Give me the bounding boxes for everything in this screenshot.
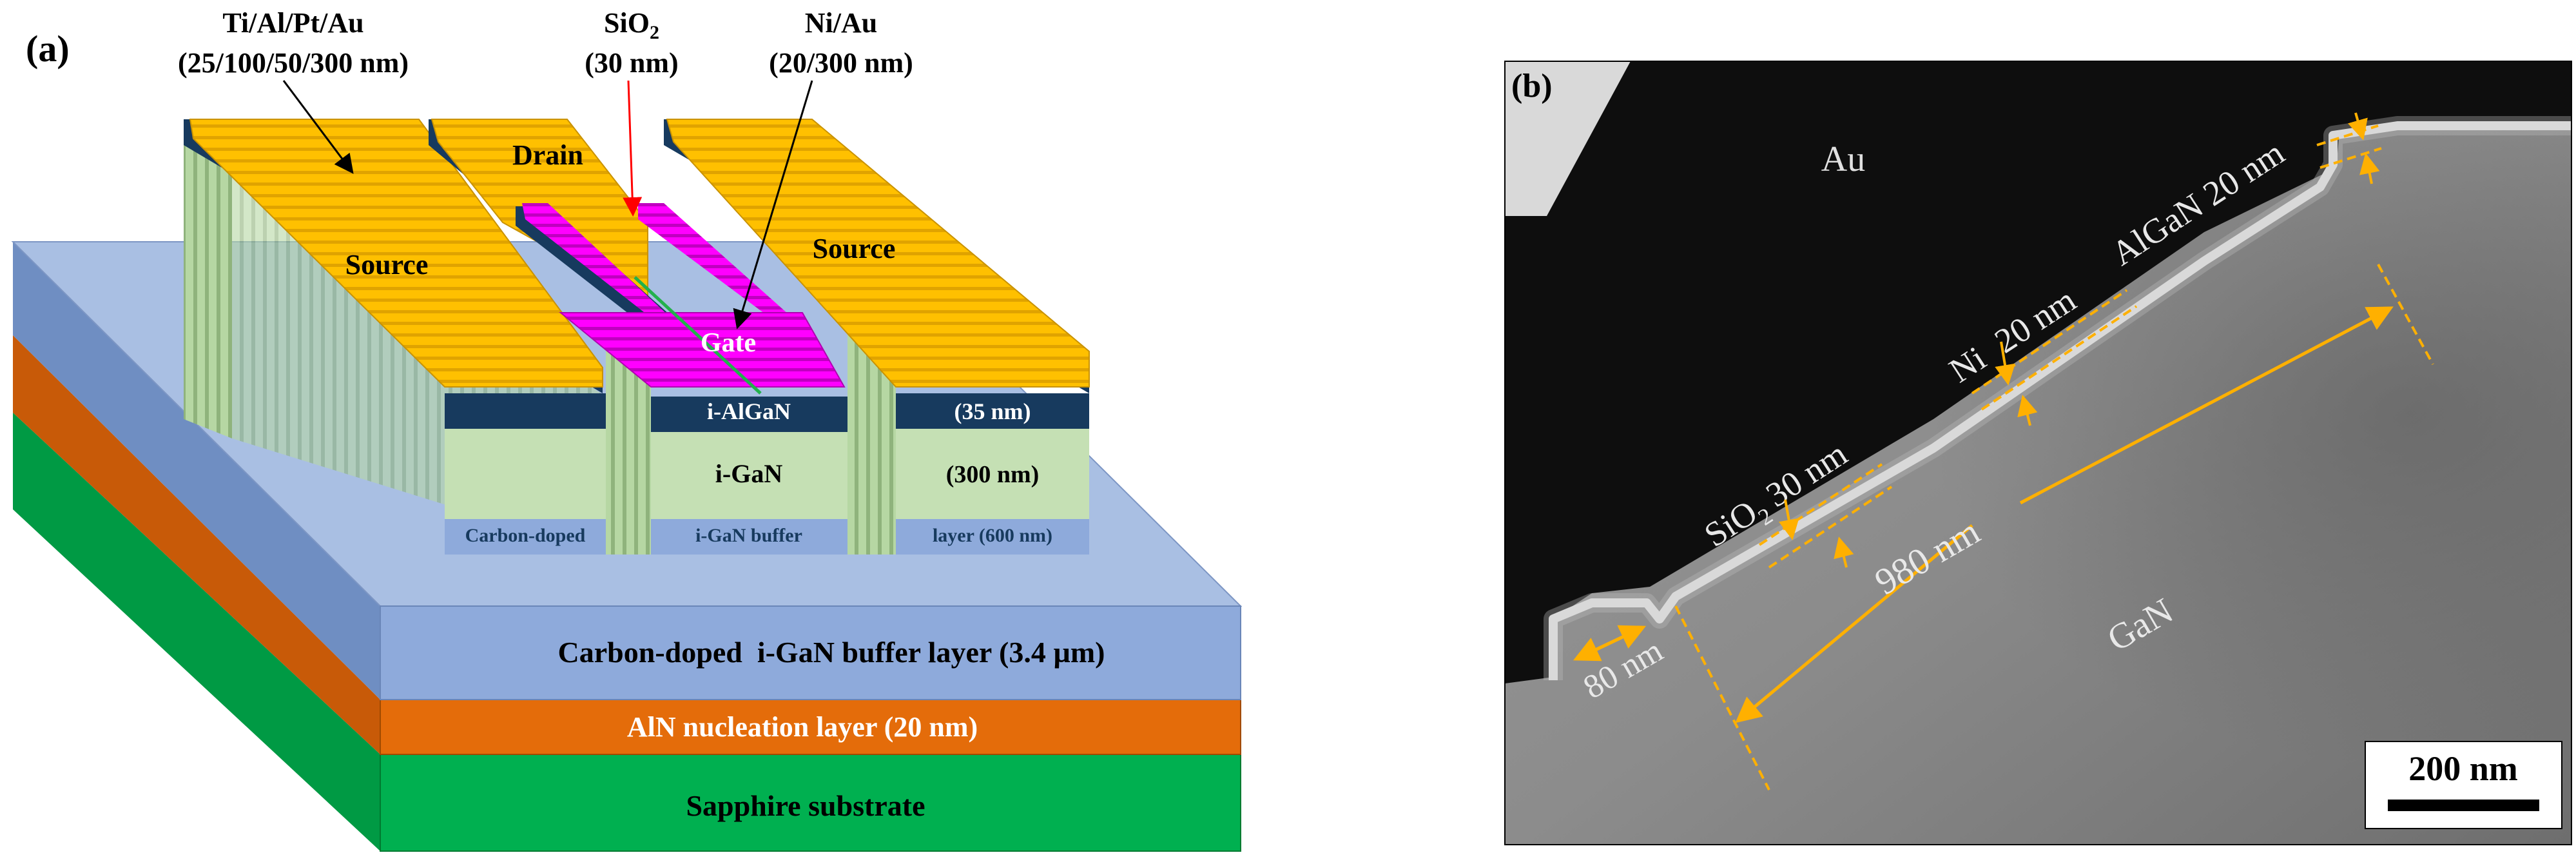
sio2-arrow-1: [1778, 499, 1799, 540]
source-left-label: Source: [345, 249, 429, 280]
au-top-highlight: [1505, 61, 1631, 216]
algan-arrow-2: [2359, 153, 2380, 184]
right-fin-gan: [896, 429, 1089, 519]
ni-arrow-1: [1995, 341, 2015, 386]
algan-dash-2: [2319, 147, 2382, 169]
buffer-label-a: Carbon-doped: [465, 525, 586, 546]
ni-dash-2: [1980, 305, 2138, 411]
algan-label: i-AlGaN: [707, 398, 791, 424]
source-right-label: Source: [813, 233, 896, 264]
tem-image: [1505, 61, 2571, 845]
scale-bar-line: [2388, 800, 2539, 811]
scale-bar: 200 nm: [2365, 741, 2562, 829]
algan-arrow-1: [2348, 112, 2368, 141]
buffer-label-c: layer (600 nm): [933, 525, 1052, 546]
scale-bar-box: [2365, 741, 2562, 829]
sio2-arrow-2: [1834, 536, 1854, 568]
interface-glow: [1544, 116, 2571, 680]
sapphire-layer-label: Sapphire substrate: [686, 789, 925, 822]
drain-label: Drain: [512, 139, 583, 171]
algan-thickness: (35 nm): [954, 398, 1031, 424]
middle-fin-buffer: [651, 519, 847, 555]
oxide-label: SiO2: [604, 7, 659, 43]
gate-arrow: [733, 80, 813, 329]
aln-layer-label: AlN nucleation layer (20 nm): [627, 711, 978, 743]
gate-thickness-label: (20/300 nm): [769, 47, 913, 79]
left-fin-side: [184, 129, 232, 438]
ni-arrow-2: [2017, 395, 2038, 426]
algan-dash-1: [2316, 124, 2379, 146]
au-region: [1505, 61, 2571, 683]
gan-label: i-GaN: [715, 459, 783, 488]
gate-electrode: Gate: [516, 203, 846, 395]
sio2-edge: [634, 276, 762, 395]
interface-line: [1549, 121, 2571, 680]
right-fin-buffer: [896, 519, 1089, 555]
panel-b-label: (b): [1511, 68, 1553, 104]
au-label: Au: [1821, 139, 1865, 179]
step-arrow-left: [1573, 627, 1641, 662]
aln-side: [13, 335, 1241, 754]
metal-arrow: [282, 80, 354, 174]
left-fin-gan: [445, 429, 606, 519]
gate-pad: [559, 312, 846, 388]
panel-a: (a): [11, 7, 1243, 852]
left-fin-algan: [445, 393, 606, 429]
width-arrow-left: [1735, 524, 1973, 723]
gate-left-finger: [522, 203, 690, 335]
middle-fin-gan: [651, 432, 847, 519]
tem-frame: [1504, 61, 2572, 845]
right-fin-algan: [896, 393, 1089, 429]
oxide-thickness-label: (30 nm): [585, 47, 678, 79]
sio2-dash-1: [1758, 463, 1883, 546]
metal-thickness-label: (25/100/50/300 nm): [178, 47, 409, 79]
source-right-gold: [666, 119, 1090, 388]
left-fin-buffer: [445, 519, 606, 555]
metal-stack-label: Ti/Al/Pt/Au: [222, 7, 363, 39]
sapphire-side: [13, 413, 1241, 851]
width-dash-right: [2377, 264, 2434, 365]
source-right-electrode: Source: [664, 119, 1090, 393]
middle-fin-algan: [651, 397, 847, 432]
sio2-dash-2: [1768, 486, 1893, 569]
gate-right-finger: [638, 203, 812, 342]
buffer-layer-label: Carbon-doped i-GaN buffer layer (3.4 µm): [558, 636, 1105, 669]
width-arrow-right: [2019, 306, 2394, 505]
buffer-label-b: i-GaN buffer: [695, 525, 802, 546]
panel-b: (b) Au GaN AlGaN 20 nm Ni20 nm SiO230 nm…: [1504, 61, 2572, 845]
source-left-electrode: Source: [184, 119, 603, 393]
panel-a-label: (a): [26, 28, 70, 70]
buffer-layer: [380, 605, 1241, 700]
gan-thickness: (300 nm): [946, 461, 1040, 488]
middle-fin-side: [606, 335, 651, 555]
buffer-side: [13, 242, 380, 700]
aln-layer: [380, 699, 1241, 755]
gate-metal-label: Ni/Au: [805, 7, 877, 39]
source-left-gold: [189, 119, 603, 388]
gate-label: Gate: [701, 328, 756, 358]
oxide-arrow: [623, 80, 643, 217]
scale-bar-label: 200 nm: [2408, 749, 2518, 788]
sapphire-layer: [380, 754, 1241, 852]
width-dash-left: [1674, 605, 1770, 790]
